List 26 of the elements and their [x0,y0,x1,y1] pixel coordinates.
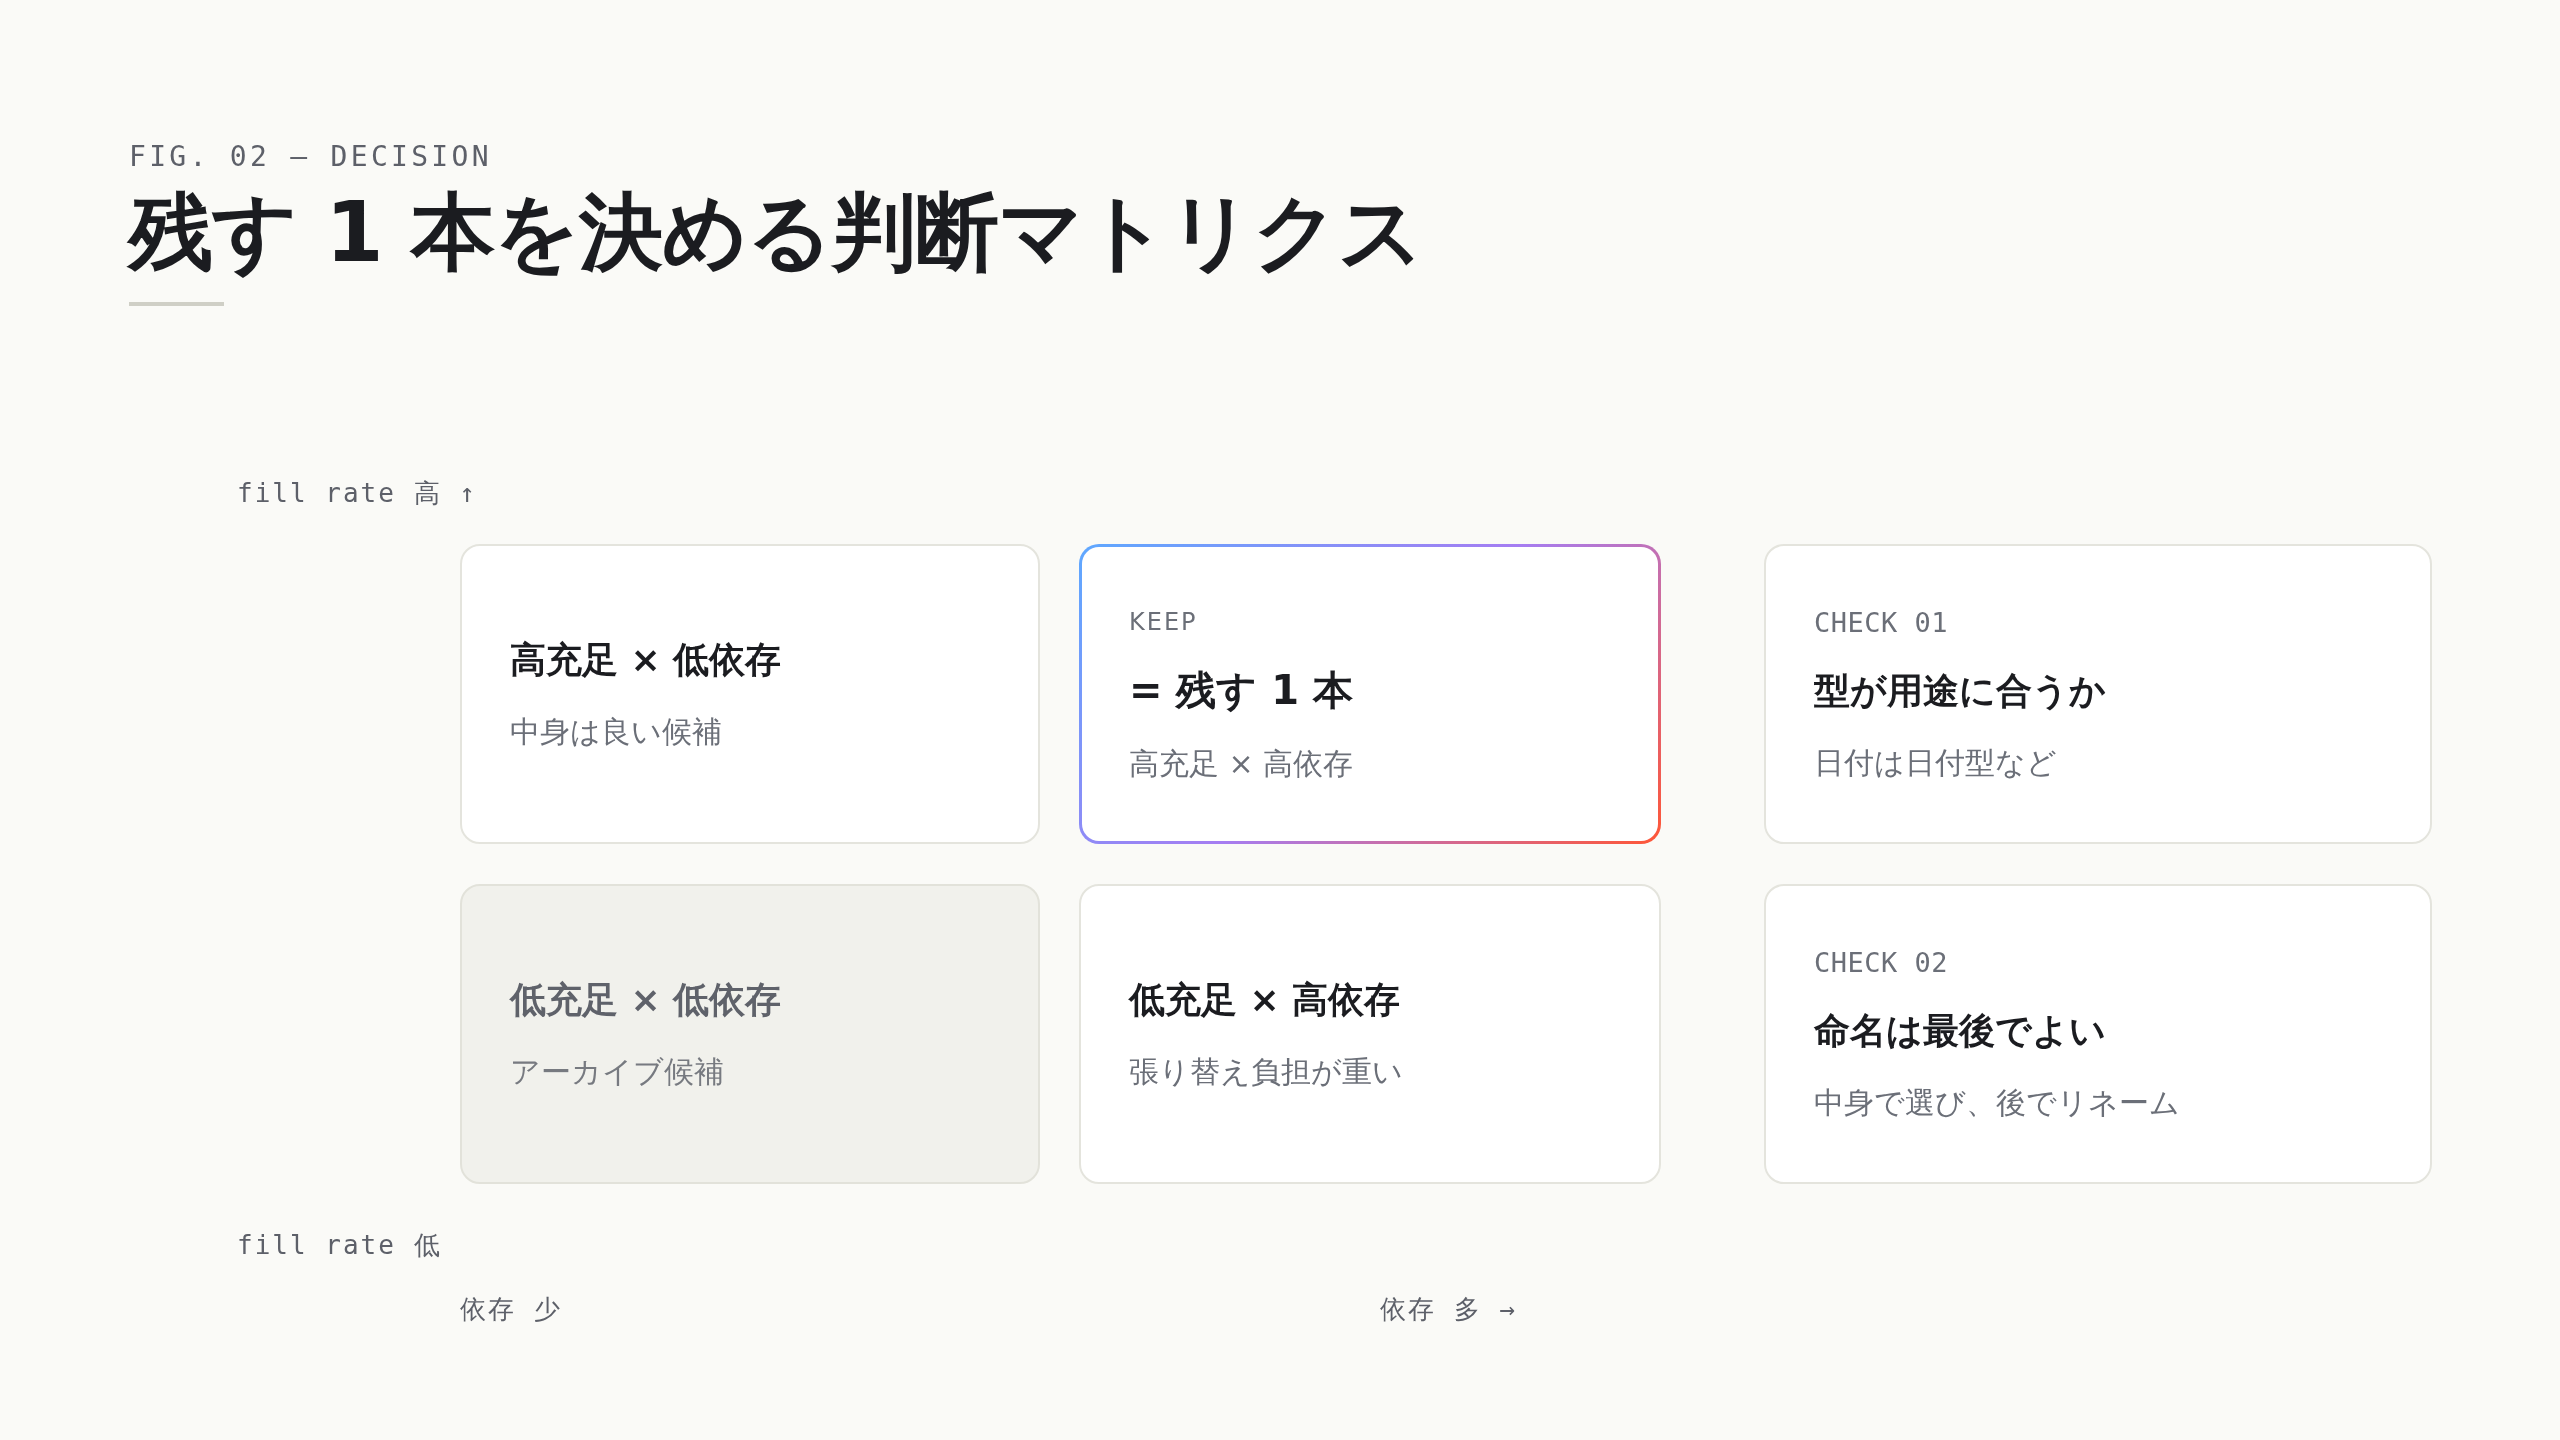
card-description: 張り替え負担が重い [1129,1053,1403,1090]
card-heading: 高充足 × 低依存 [510,638,782,682]
check-card [1764,544,2432,844]
matrix-card [460,544,1040,844]
card-heading: 型が用途に合うか [1814,669,2106,713]
card-tag: CHECK 02 [1814,947,1949,980]
highlighted-card [1079,544,1661,844]
card-heading: 低充足 × 低依存 [510,978,782,1022]
card-tag: KEEP [1129,606,1198,638]
axis-label: 依存 少 [460,1293,562,1326]
card-description: 高充足 × 高依存 [1129,746,1354,782]
matrix-card [1079,884,1661,1184]
card-description: 中身で選び、後でリネーム [1814,1084,2180,1121]
muted-card [460,884,1040,1184]
axis-label: fill rate 低 [237,1229,442,1262]
card-description: アーカイブ候補 [510,1053,724,1090]
card-description: 日付は日付型など [1814,744,2057,781]
card-heading: 低充足 × 高依存 [1129,978,1401,1022]
check-card [1764,884,2432,1184]
card-description: 中身は良い候補 [510,713,722,750]
card-heading: = 残す 1 本 [1129,666,1354,714]
axis-label: 依存 多 → [1380,1293,1517,1326]
figure-label: FIG. 02 — DECISION [129,139,492,175]
card-tag: CHECK 01 [1814,607,1949,640]
card-heading: 命名は最後でよい [1814,1009,2106,1053]
axis-label: fill rate 高 ↑ [237,477,477,510]
